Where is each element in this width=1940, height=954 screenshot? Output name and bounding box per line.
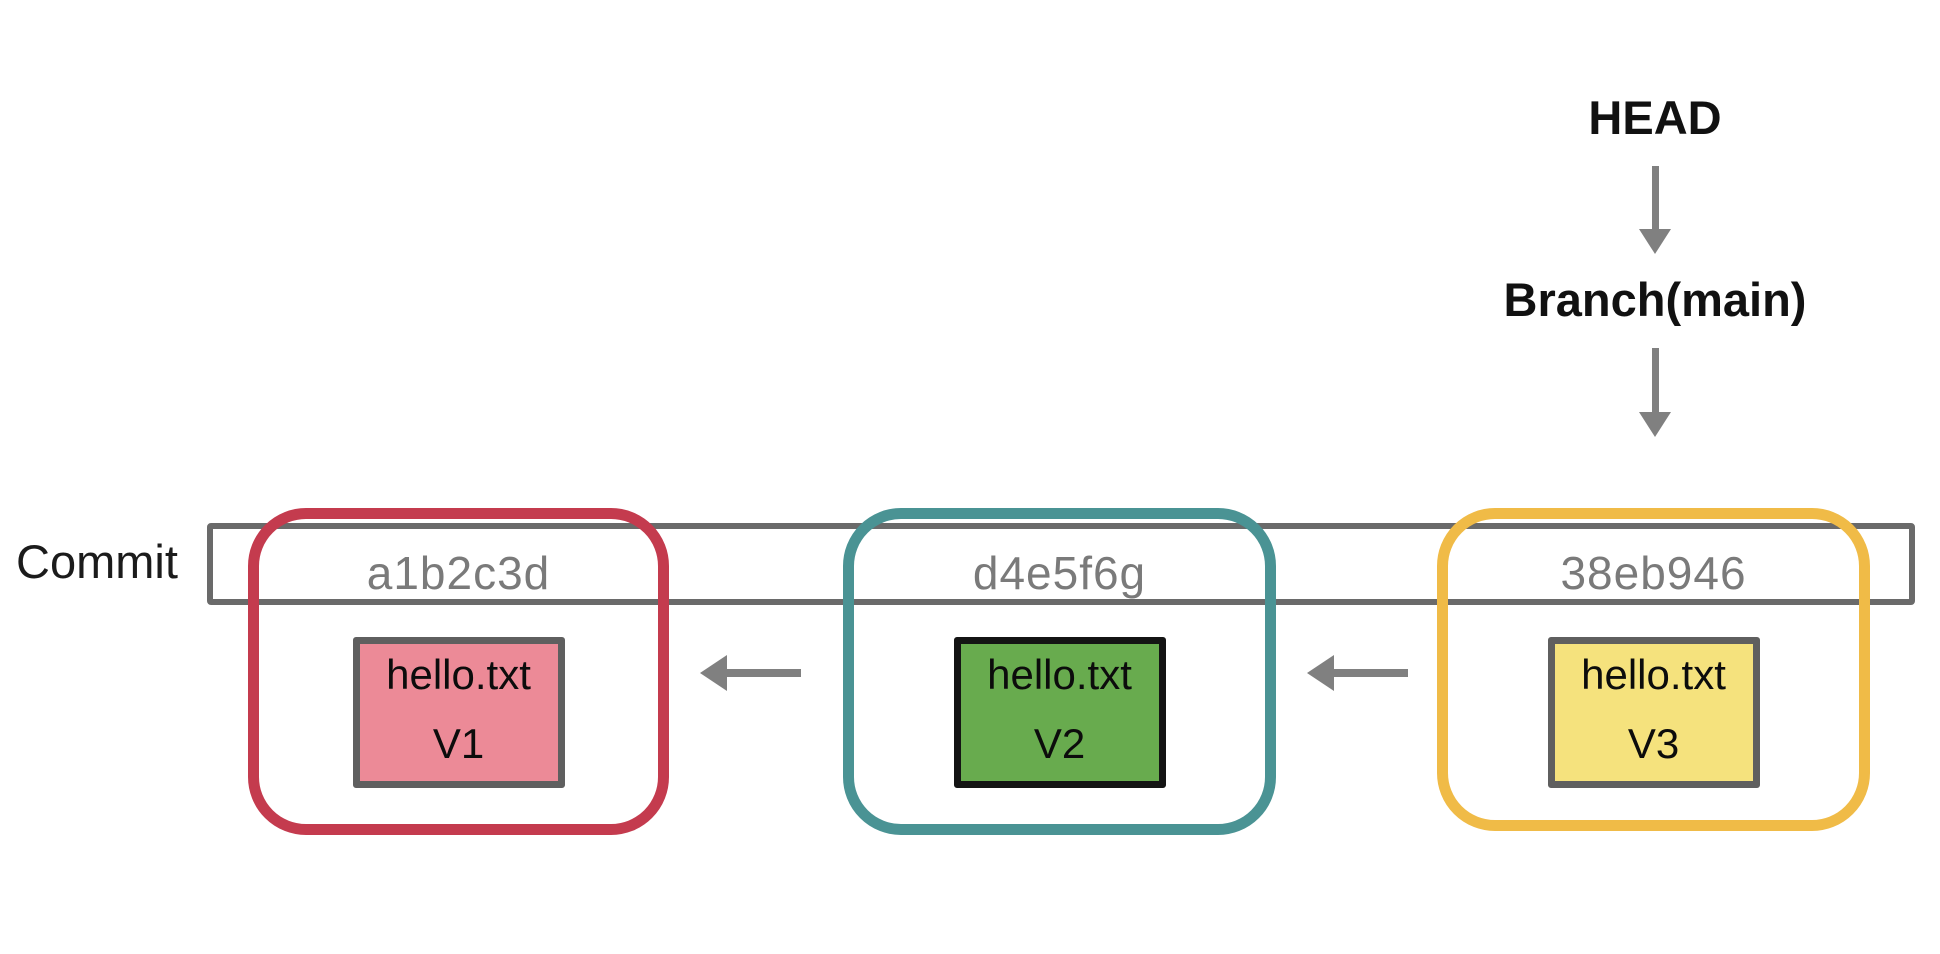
file-name: hello.txt [1581, 651, 1726, 698]
file-version: V2 [1033, 720, 1086, 767]
head-to-branch-arrow-icon [1639, 166, 1671, 254]
branch-label: Branch(main) [1503, 273, 1807, 326]
commit-box-v1: a1b2c3d hello.txt V1 [248, 508, 669, 835]
file-version: V3 [1627, 720, 1680, 767]
arrow-down-icon [1639, 229, 1671, 254]
file-box: hello.txt V3 [1547, 637, 1760, 788]
arrow-left-icon [700, 655, 727, 691]
arrow-left-icon [1307, 655, 1334, 691]
commit-row-label: Commit [16, 535, 178, 588]
parent-arrow-v2-to-v1-icon [700, 655, 801, 691]
file-name: hello.txt [987, 651, 1132, 698]
file-name: hello.txt [386, 651, 531, 698]
commit-box-v2: d4e5f6g hello.txt V2 [843, 508, 1276, 835]
commit-hash: a1b2c3d [366, 547, 551, 599]
arrow-shaft [1651, 348, 1659, 412]
commit-row-band [207, 523, 1915, 605]
arrow-down-icon [1639, 412, 1671, 437]
commit-hash: d4e5f6g [972, 547, 1147, 599]
file-box: hello.txt V1 [352, 637, 565, 788]
commit-hash: 38eb946 [1560, 547, 1747, 599]
parent-arrow-v3-to-v2-icon [1307, 655, 1408, 691]
arrow-shaft [725, 669, 801, 677]
arrow-shaft [1332, 669, 1408, 677]
branch-to-commit-arrow-icon [1639, 348, 1671, 437]
commit-box-v3: 38eb946 hello.txt V3 [1437, 508, 1870, 831]
file-box: hello.txt V2 [953, 637, 1166, 788]
head-label: HEAD [1588, 91, 1722, 144]
arrow-shaft [1651, 166, 1659, 229]
file-version: V1 [432, 720, 485, 767]
